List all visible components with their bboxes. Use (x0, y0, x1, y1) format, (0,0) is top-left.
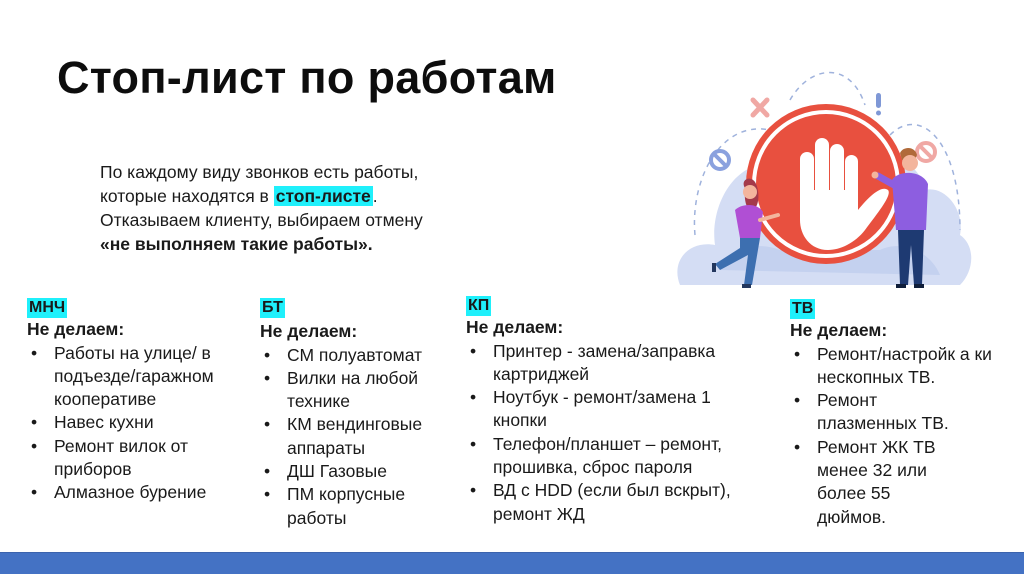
column-subtitle: Не делаем: (466, 317, 564, 338)
list-item: Вилки на любой технике (260, 367, 447, 414)
column-subtitle: Не делаем: (27, 319, 125, 340)
list-item: Телефон/планшет – ремонт, прошивка, сбро… (466, 433, 783, 480)
restriction-list: Работы на улице/ в подъезде/гаражном коо… (27, 342, 267, 505)
list-item: СМ полуавтомат (260, 344, 460, 368)
intro-line-2-suffix: . (372, 186, 378, 206)
stop-list-highlight: стоп-листе (273, 186, 373, 206)
list-item: Навес кухни (27, 411, 267, 435)
category-tag: ТВ (790, 299, 816, 319)
intro-text: По каждому виду звонков есть работы, кот… (100, 160, 520, 256)
list-item: КМ вендинговые аппараты (260, 413, 457, 460)
list-item: Ремонт ЖК ТВ менее 32 или более 55 дюймо… (790, 436, 957, 529)
stop-illustration (660, 60, 980, 300)
category-tag: МНЧ (27, 298, 68, 318)
list-item: Принтер - замена/заправка картриджей (466, 340, 763, 387)
intro-line-1: По каждому виду звонков есть работы, (100, 162, 419, 182)
list-item: Ноутбук - ремонт/замена 1 кнопки (466, 386, 763, 433)
restriction-list: Принтер - замена/заправка картриджей Ноу… (466, 340, 786, 526)
column-tv: ТВ Не делаем: Ремонт/настройк а кинескоп… (790, 296, 1000, 529)
list-item: Ремонт плазменных ТВ. (790, 389, 977, 436)
list-item: Ремонт/настройк а кинескопных ТВ. (790, 343, 992, 390)
list-item: ВД с HDD (если был вскрыт), ремонт ЖД (466, 479, 783, 526)
intro-line-3: Отказываем клиенту, выбираем отмену (100, 210, 423, 230)
column-mnch: МНЧ Не делаем: Работы на улице/ в подъез… (27, 295, 267, 505)
column-kp: КП Не делаем: Принтер - замена/заправка … (466, 293, 786, 526)
slide-title: Стоп-лист по работам (57, 52, 557, 103)
list-item: Работы на улице/ в подъезде/гаражном коо… (27, 342, 264, 412)
restriction-list: Ремонт/настройк а кинескопных ТВ. Ремонт… (790, 343, 1000, 529)
intro-line-4: «не выполняем такие работы». (100, 234, 373, 254)
column-bt: БТ Не делаем: СМ полуавтомат Вилки на лю… (260, 295, 460, 530)
list-item: ДШ Газовые (260, 460, 460, 484)
footer-bar (0, 552, 1024, 574)
stop-hand-icon (677, 71, 972, 288)
column-subtitle: Не делаем: (260, 321, 358, 342)
category-tag: КП (466, 296, 492, 316)
restriction-list: СМ полуавтомат Вилки на любой технике КМ… (260, 344, 460, 530)
intro-line-2: которые находятся в стоп-листе. (100, 184, 520, 208)
category-tag: БТ (260, 298, 285, 318)
column-subtitle: Не делаем: (790, 320, 888, 341)
list-item: Алмазное бурение (27, 481, 267, 505)
list-item: Ремонт вилок от приборов (27, 435, 244, 482)
intro-line-2-prefix: которые находятся в (100, 186, 274, 206)
list-item: ПМ корпусные работы (260, 483, 447, 530)
